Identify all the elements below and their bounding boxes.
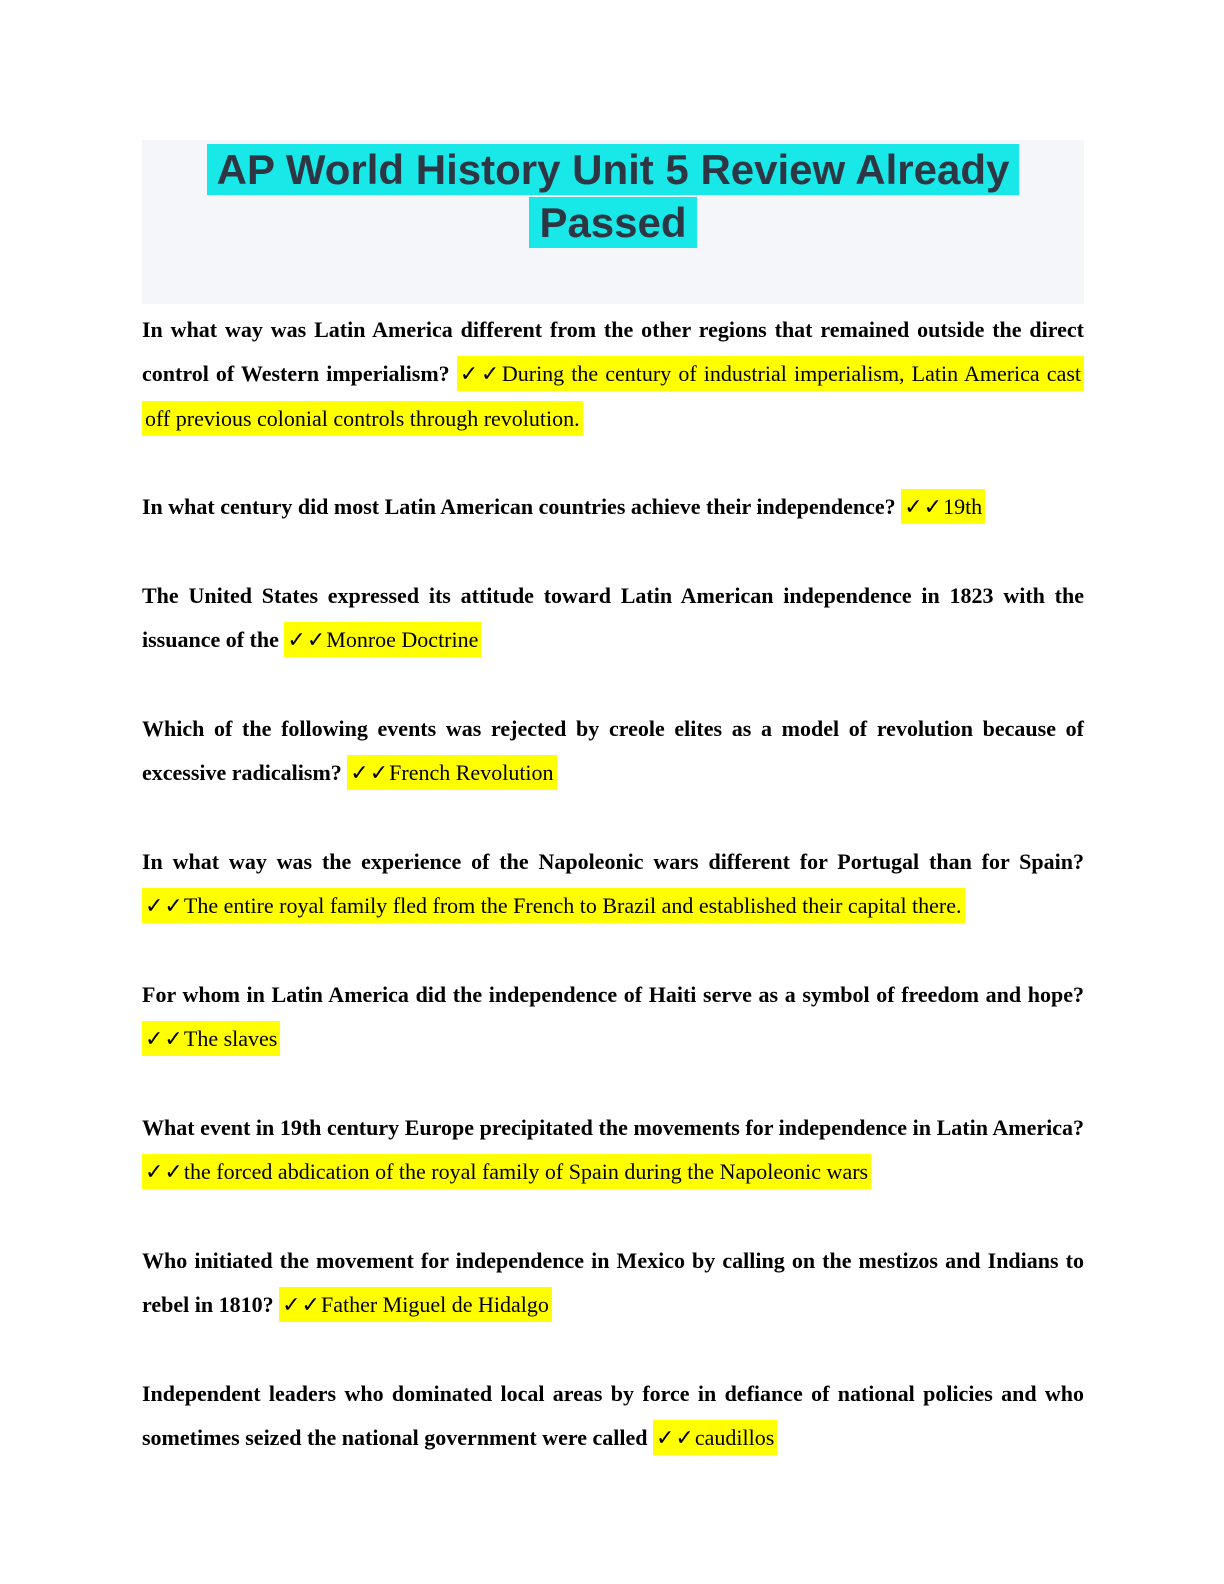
qa-item: The United States expressed its attitude… — [142, 574, 1084, 663]
title-block: AP World History Unit 5 Review Already P… — [142, 140, 1084, 304]
answer-text: Monroe Doctrine — [326, 627, 479, 652]
question-text: Who initiated the movement for independe… — [142, 1248, 1084, 1317]
qa-item: In what century did most Latin American … — [142, 485, 1084, 530]
answer-text: The slaves — [183, 1026, 278, 1051]
question-text: Independent leaders who dominated local … — [142, 1381, 1084, 1450]
document-page: AP World History Unit 5 Review Already P… — [142, 140, 1085, 1461]
qa-item: In what way was Latin America different … — [142, 308, 1085, 441]
checkmarks-icon: ✓✓ — [459, 362, 502, 387]
checkmarks-icon: ✓✓ — [145, 1160, 184, 1185]
qa-item: For whom in Latin America did the indepe… — [142, 973, 1084, 1062]
answer-text: caudillos — [694, 1425, 775, 1450]
answer-highlight: ✓✓19th — [901, 489, 986, 524]
answer-highlight: ✓✓The slaves — [142, 1021, 281, 1056]
qa-item: What event in 19th century Europe precip… — [142, 1106, 1084, 1195]
answer-highlight: ✓✓caudillos — [652, 1420, 778, 1455]
checkmarks-icon: ✓✓ — [350, 761, 390, 786]
checkmarks-icon: ✓✓ — [282, 1293, 321, 1318]
answer-highlight: ✓✓Father Miguel de Hidalgo — [279, 1287, 552, 1322]
question-text: In what century did most Latin American … — [142, 494, 896, 519]
page-title: AP World History Unit 5 Review Already P… — [142, 143, 1084, 249]
answer-highlight: ✓✓French Revolution — [347, 755, 557, 790]
answer-highlight: ✓✓Monroe Doctrine — [284, 622, 482, 657]
answer-highlight: ✓✓the forced abdication of the royal fam… — [142, 1154, 872, 1189]
question-text: For whom in Latin America did the indepe… — [142, 982, 1084, 1007]
question-text: In what way was Latin America different … — [142, 317, 1084, 386]
question-text: Which of the following events was reject… — [142, 716, 1084, 785]
answer-text: During the century of industrial imperia… — [145, 361, 1082, 431]
qa-item: Independent leaders who dominated local … — [142, 1372, 1084, 1461]
answer-text: the forced abdication of the royal famil… — [183, 1159, 869, 1184]
question-text: The United States expressed its attitude… — [142, 583, 1084, 652]
question-text: In what way was the experience of the Na… — [142, 849, 1084, 874]
title-highlight: AP World History Unit 5 Review Already P… — [206, 144, 1020, 248]
checkmarks-icon: ✓✓ — [145, 894, 184, 919]
answer-text: The entire royal family fled from the Fr… — [183, 893, 962, 918]
qa-item: Which of the following events was reject… — [142, 707, 1084, 796]
answer-text: 19th — [943, 494, 983, 519]
checkmarks-icon: ✓✓ — [145, 1027, 184, 1052]
qa-item: Who initiated the movement for independe… — [142, 1239, 1084, 1328]
qa-item: In what way was the experience of the Na… — [142, 840, 1084, 929]
checkmarks-icon: ✓✓ — [287, 628, 327, 653]
answer-text: Father Miguel de Hidalgo — [320, 1292, 549, 1317]
checkmarks-icon: ✓✓ — [655, 1426, 695, 1451]
qa-list: In what way was Latin America different … — [142, 308, 1085, 1461]
answer-text: French Revolution — [389, 760, 554, 785]
answer-highlight: ✓✓The entire royal family fled from the … — [142, 888, 965, 923]
question-text: What event in 19th century Europe precip… — [142, 1115, 1084, 1140]
checkmarks-icon: ✓✓ — [904, 495, 944, 520]
